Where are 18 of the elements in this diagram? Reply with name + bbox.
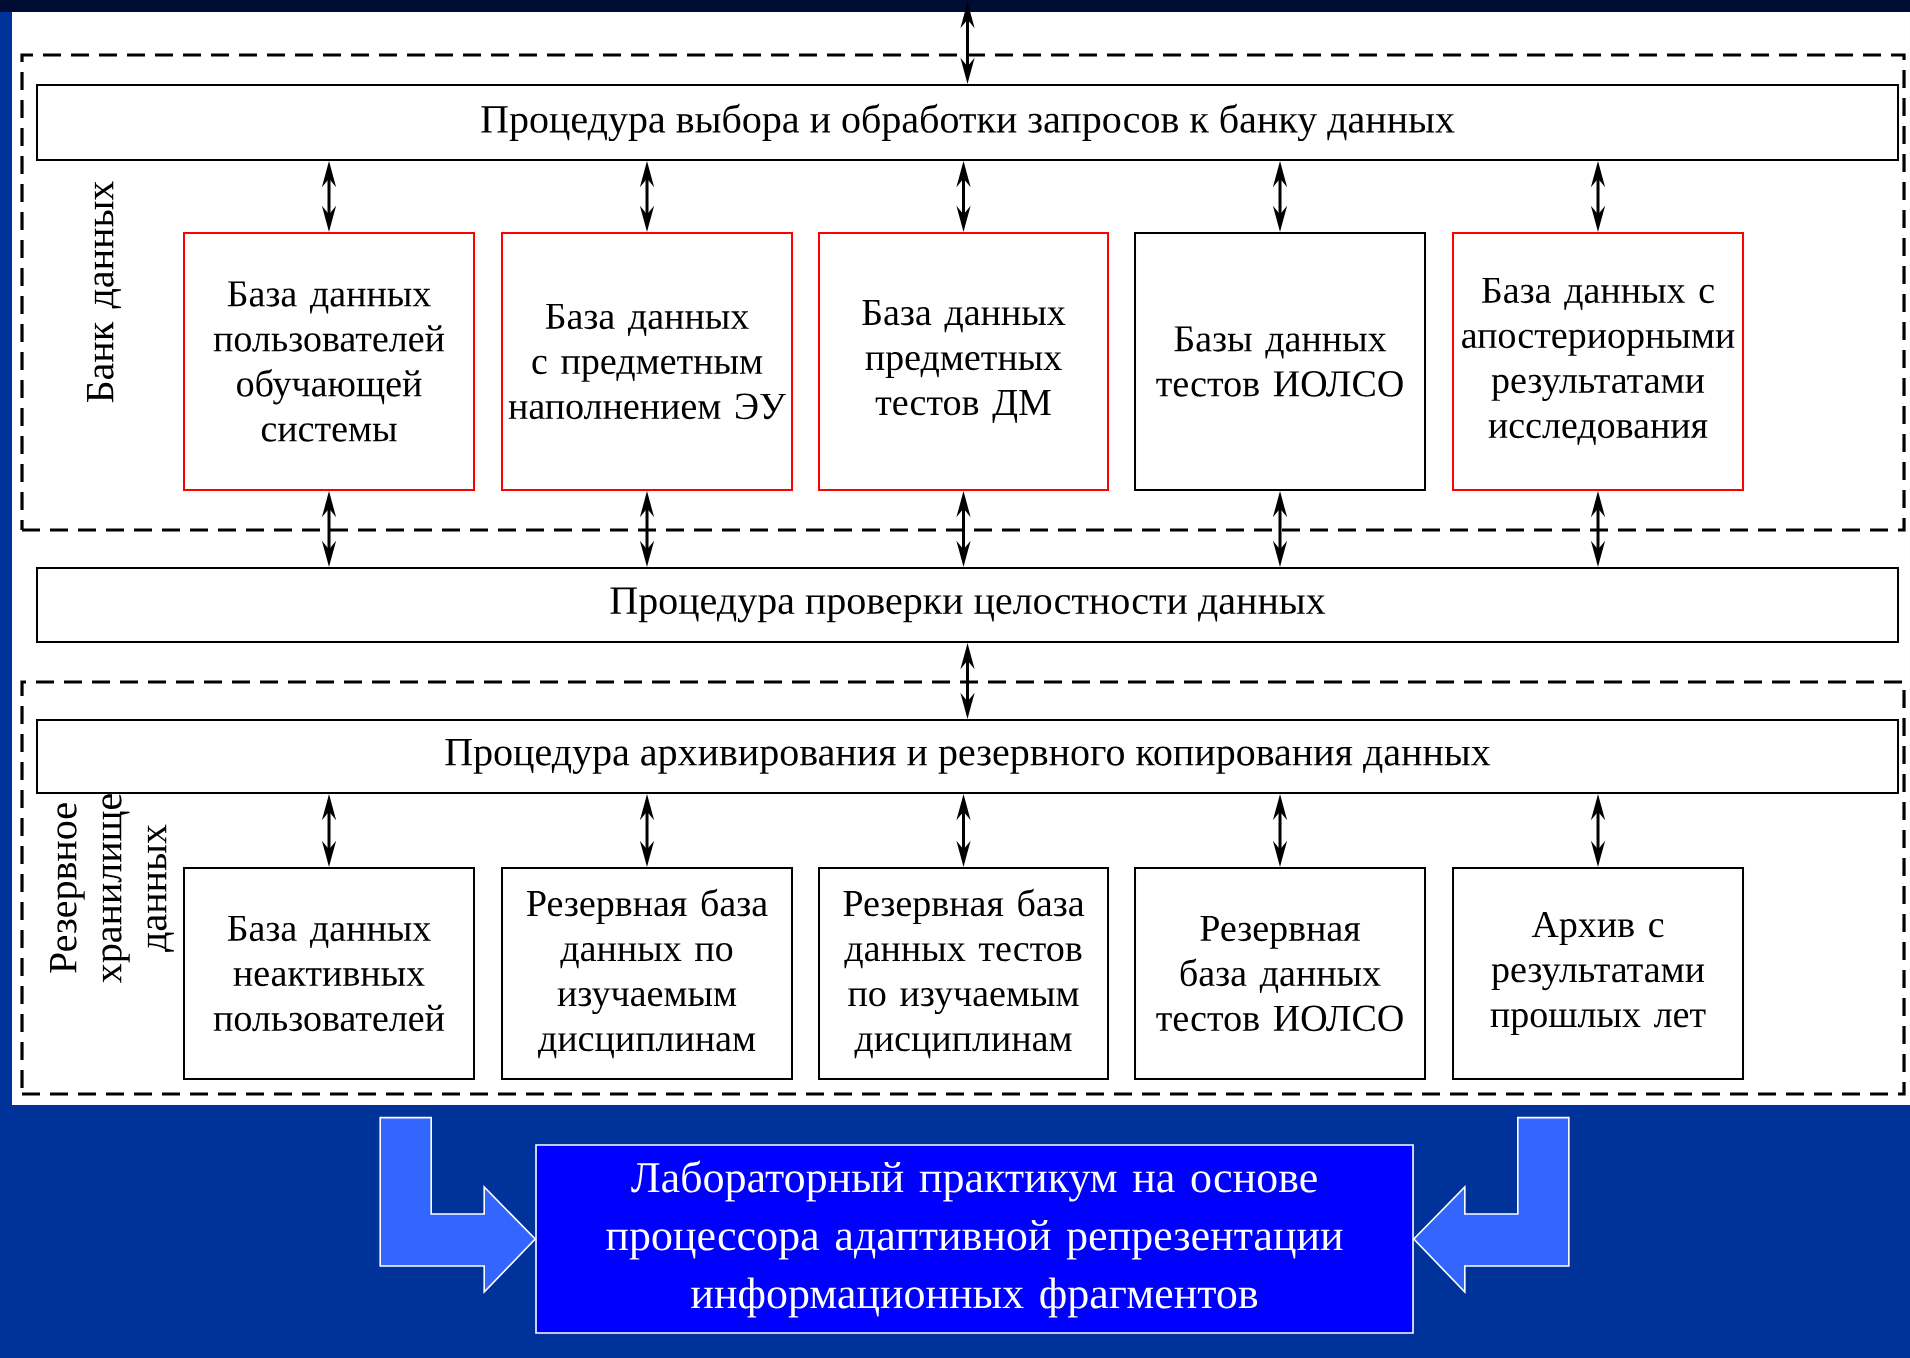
block-arrow [379,1116,537,1294]
database-box: Резервная база данных по изучаемым дисциплинам [501,867,793,1080]
database-box: Базы данных тестов ИОЛСО [1134,232,1426,491]
database-box: Резервная база данных тестов ИОЛСО [1134,867,1426,1080]
process-box: Процедура проверки целостности данных [36,567,1899,643]
result-box: Лабораторный практикум на основе процессора адаптивной репрезентации информационных фрагментов [535,1144,1414,1334]
database-box: Архив с результатами прошлых лет [1452,867,1744,1080]
block-arrow [1412,1116,1570,1294]
process-box: Процедура выбора и обработки запросов к банку данных [36,84,1899,161]
database-box: Резервная база данных тестов по изучаемым дисциплинам [818,867,1109,1080]
database-box: База данных предметных тестов ДМ [818,232,1109,491]
group-label: Банк данных [87,181,121,403]
database-box: База данных с предметным наполнением ЭУ [501,232,793,491]
database-box: База данных с апостериорными результатами исследования [1452,232,1744,491]
process-box: Процедура архивирования и резервного копирования данных [36,719,1899,794]
group-label: Резервное хранилище данных [50,794,174,983]
database-box: База данных пользователей обучающей системы [183,232,475,491]
database-box: База данных неактивных пользователей [183,867,475,1080]
